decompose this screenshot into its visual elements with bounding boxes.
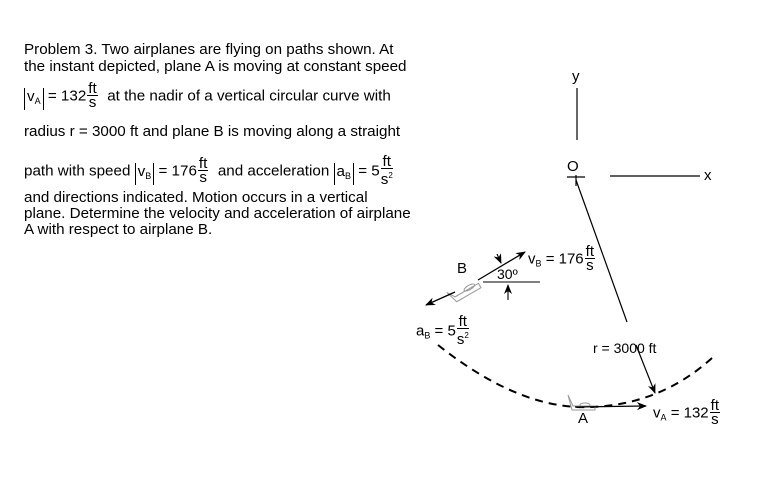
ab-equals: = 5 [358, 162, 380, 180]
va-units-num: ft [87, 80, 98, 97]
plane-a-label: A [578, 410, 589, 427]
vb-equals: = 176 [158, 162, 197, 180]
angle-label: 30º [497, 266, 518, 282]
ab-label-var: a [416, 322, 425, 340]
vb-label-var: v [528, 250, 536, 268]
ab-label-sub: B [424, 330, 431, 341]
va-sub: A [34, 95, 41, 106]
problem-line-8: A with respect to airplane B. [24, 221, 213, 238]
va-magnitude: vA [24, 87, 44, 110]
va-equals: = 132 [47, 87, 87, 105]
problem-line-4: radius r = 3000 ft and plane B is moving… [24, 123, 401, 140]
vb-var: v [137, 162, 146, 180]
problem-line-7: plane. Determine the velocity and accele… [24, 205, 411, 222]
x-axis-label: x [704, 167, 712, 184]
vb-label-eq: = 176 [545, 250, 584, 268]
ab-arrow [425, 291, 456, 306]
problem-line-1: Problem 3. Two airplanes are flying on p… [24, 41, 394, 58]
problem-line-3-tail: at the nadir of a vertical circular curv… [107, 87, 391, 105]
ab-sub: B [344, 170, 351, 181]
va-label-var: v [653, 404, 661, 422]
problem-line-5-head: path with speed [24, 162, 131, 180]
y-axis-label: y [572, 68, 580, 85]
plane-b-label: B [457, 260, 468, 277]
va-var: v [27, 87, 35, 105]
radius-label: r = 3000 ft [593, 340, 657, 356]
ab-magnitude: aB [333, 162, 354, 185]
vb-label-num: ft [584, 243, 595, 260]
vb-magnitude: vB [134, 162, 155, 185]
radius-line-upper [575, 179, 628, 323]
vb-units-den: s [199, 169, 207, 186]
va-arrow [574, 402, 647, 411]
va-label-eq: = 132 [670, 404, 709, 422]
ab-label-num: ft [456, 313, 469, 330]
ab-label-den: s2 [456, 329, 469, 348]
origin-label: O [567, 158, 579, 175]
ab-units-num: ft [380, 153, 393, 170]
vb-units-num: ft [197, 155, 209, 172]
vb-label-den: s [586, 257, 594, 274]
ab-units-den-base: s [380, 171, 389, 188]
va-label-sub: A [660, 412, 667, 423]
va-label-den: s [711, 411, 719, 428]
angle-arrow-top [493, 253, 502, 264]
airplane-b-icon [446, 282, 482, 303]
problem-line-6: and directions indicated. Motion occurs … [24, 189, 368, 206]
radius-arrow [635, 344, 656, 394]
ab-label-den-exp: 2 [464, 331, 469, 340]
problem-line-2: the instant depicted, plane A is moving … [24, 58, 407, 75]
va-label-num: ft [709, 397, 720, 414]
va-units-den: s [88, 94, 97, 111]
ab-label-den-base: s [456, 331, 465, 348]
ab-label-eq: = 5 [434, 322, 456, 340]
vb-label-sub: B [535, 258, 542, 269]
vb-arrow [477, 251, 526, 281]
ab-var: a [336, 162, 345, 180]
problem-line-5-mid: and acceleration [217, 162, 330, 180]
vb-sub: B [145, 170, 152, 181]
ab-units-den: s2 [380, 169, 393, 188]
circular-path [437, 344, 713, 409]
ab-units-den-exp: 2 [388, 171, 393, 180]
